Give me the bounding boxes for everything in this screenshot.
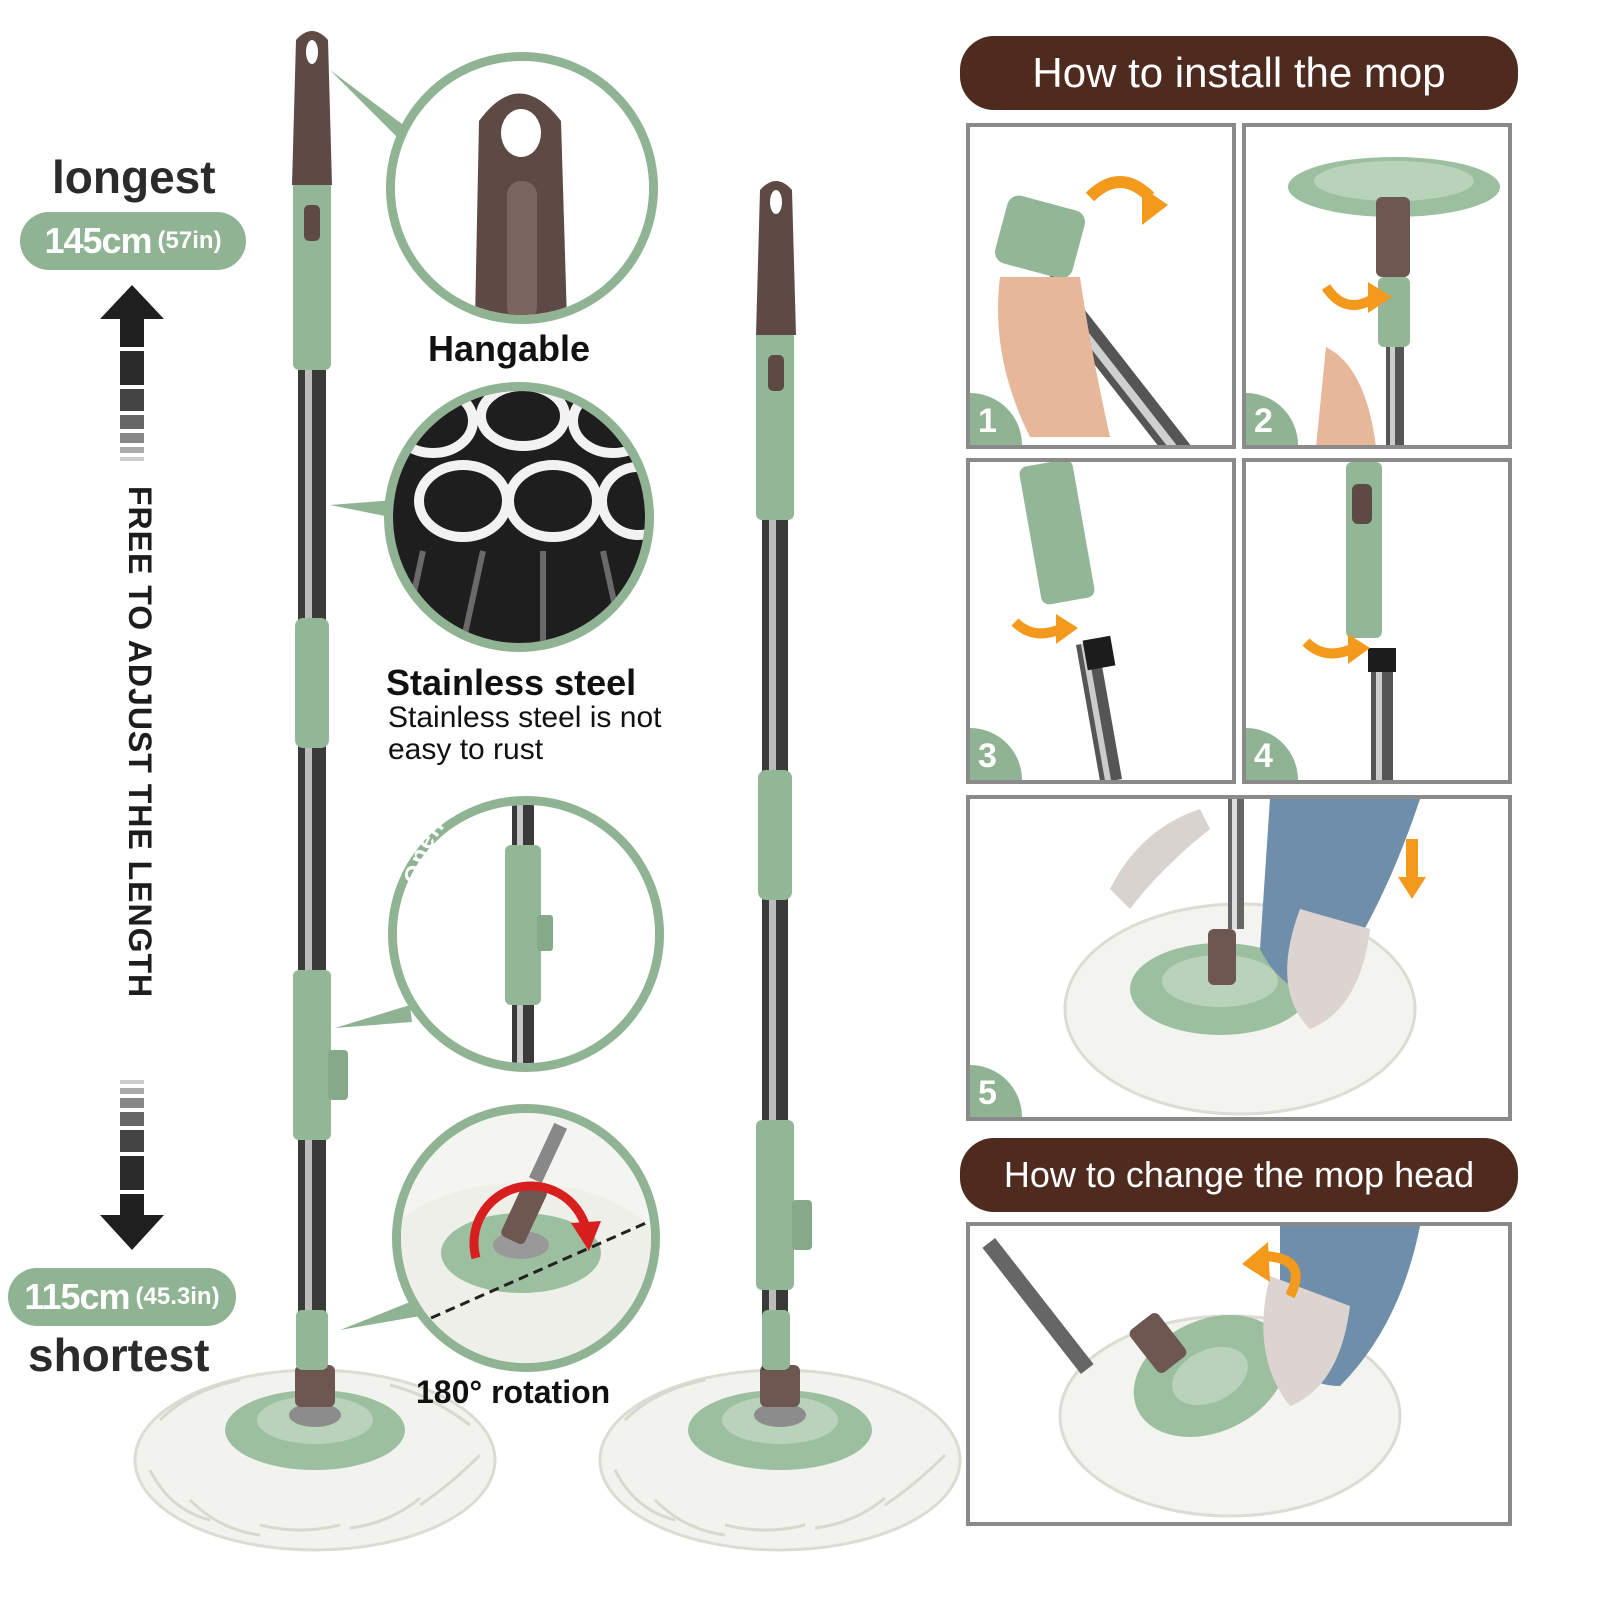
- steel-tubes-icon: [393, 391, 645, 643]
- step-2-illustration: [1288, 157, 1500, 445]
- install-step-4: 4: [1242, 458, 1512, 784]
- longest-in: (57in): [157, 227, 222, 254]
- svg-text:Open the locking buckle: Open the locking buckle: [399, 780, 661, 886]
- rotation-title: 180° rotation: [416, 1374, 611, 1410]
- length-arrow-icon: [100, 285, 164, 1250]
- change-head-banner: How to change the mop head: [960, 1138, 1518, 1212]
- step-4-illustration: [1302, 462, 1396, 780]
- step-4-number: 4: [1246, 728, 1298, 780]
- install-step-2: 2: [1242, 123, 1512, 449]
- locking-buckle-circle: [388, 796, 664, 1072]
- longest-length-badge: 145cm (57in): [20, 212, 246, 270]
- rotation-closeup-icon: [401, 1113, 651, 1363]
- buckle-curved-label: Open the locking buckle: [399, 780, 661, 886]
- longest-label: longest: [52, 151, 216, 203]
- stainless-steel-circle: [384, 382, 654, 652]
- install-step-5: 5: [966, 795, 1512, 1121]
- shortest-label: shortest: [28, 1329, 210, 1381]
- longest-cm: 145cm: [44, 220, 152, 261]
- mop-short-illustration: [598, 181, 962, 1552]
- change-head-illustration: [982, 1226, 1420, 1518]
- install-step-3: 3: [966, 458, 1236, 784]
- hangable-circle: [386, 52, 658, 324]
- shortest-cm: 115cm: [24, 1276, 130, 1317]
- step-3-illustration: [1011, 462, 1122, 780]
- callout-lines: [330, 70, 420, 1330]
- change-head-panel: [966, 1222, 1512, 1526]
- step-2-number: 2: [1246, 393, 1298, 445]
- shortest-in: (45.3in): [135, 1283, 220, 1310]
- shortest-length-badge: 115cm (45.3in): [8, 1268, 236, 1326]
- hangable-title: Hangable: [428, 328, 591, 369]
- buckle-text: Open the locking buckle: [399, 780, 660, 886]
- install-step-1: 1: [966, 123, 1236, 449]
- install-title-banner: How to install the mop: [960, 36, 1518, 110]
- stainless-steel-title: Stainless steel: [386, 662, 637, 703]
- stainless-steel-description: Stainless steel is not easy to rust: [388, 701, 662, 766]
- handle-closeup-icon: [395, 61, 649, 315]
- step-1-illustration: [995, 176, 1191, 445]
- rotation-circle: [392, 1104, 660, 1372]
- mop-extended-illustration: [133, 31, 497, 1552]
- buckle-closeup-icon: [397, 805, 655, 1063]
- step-5-illustration: [1063, 799, 1426, 1116]
